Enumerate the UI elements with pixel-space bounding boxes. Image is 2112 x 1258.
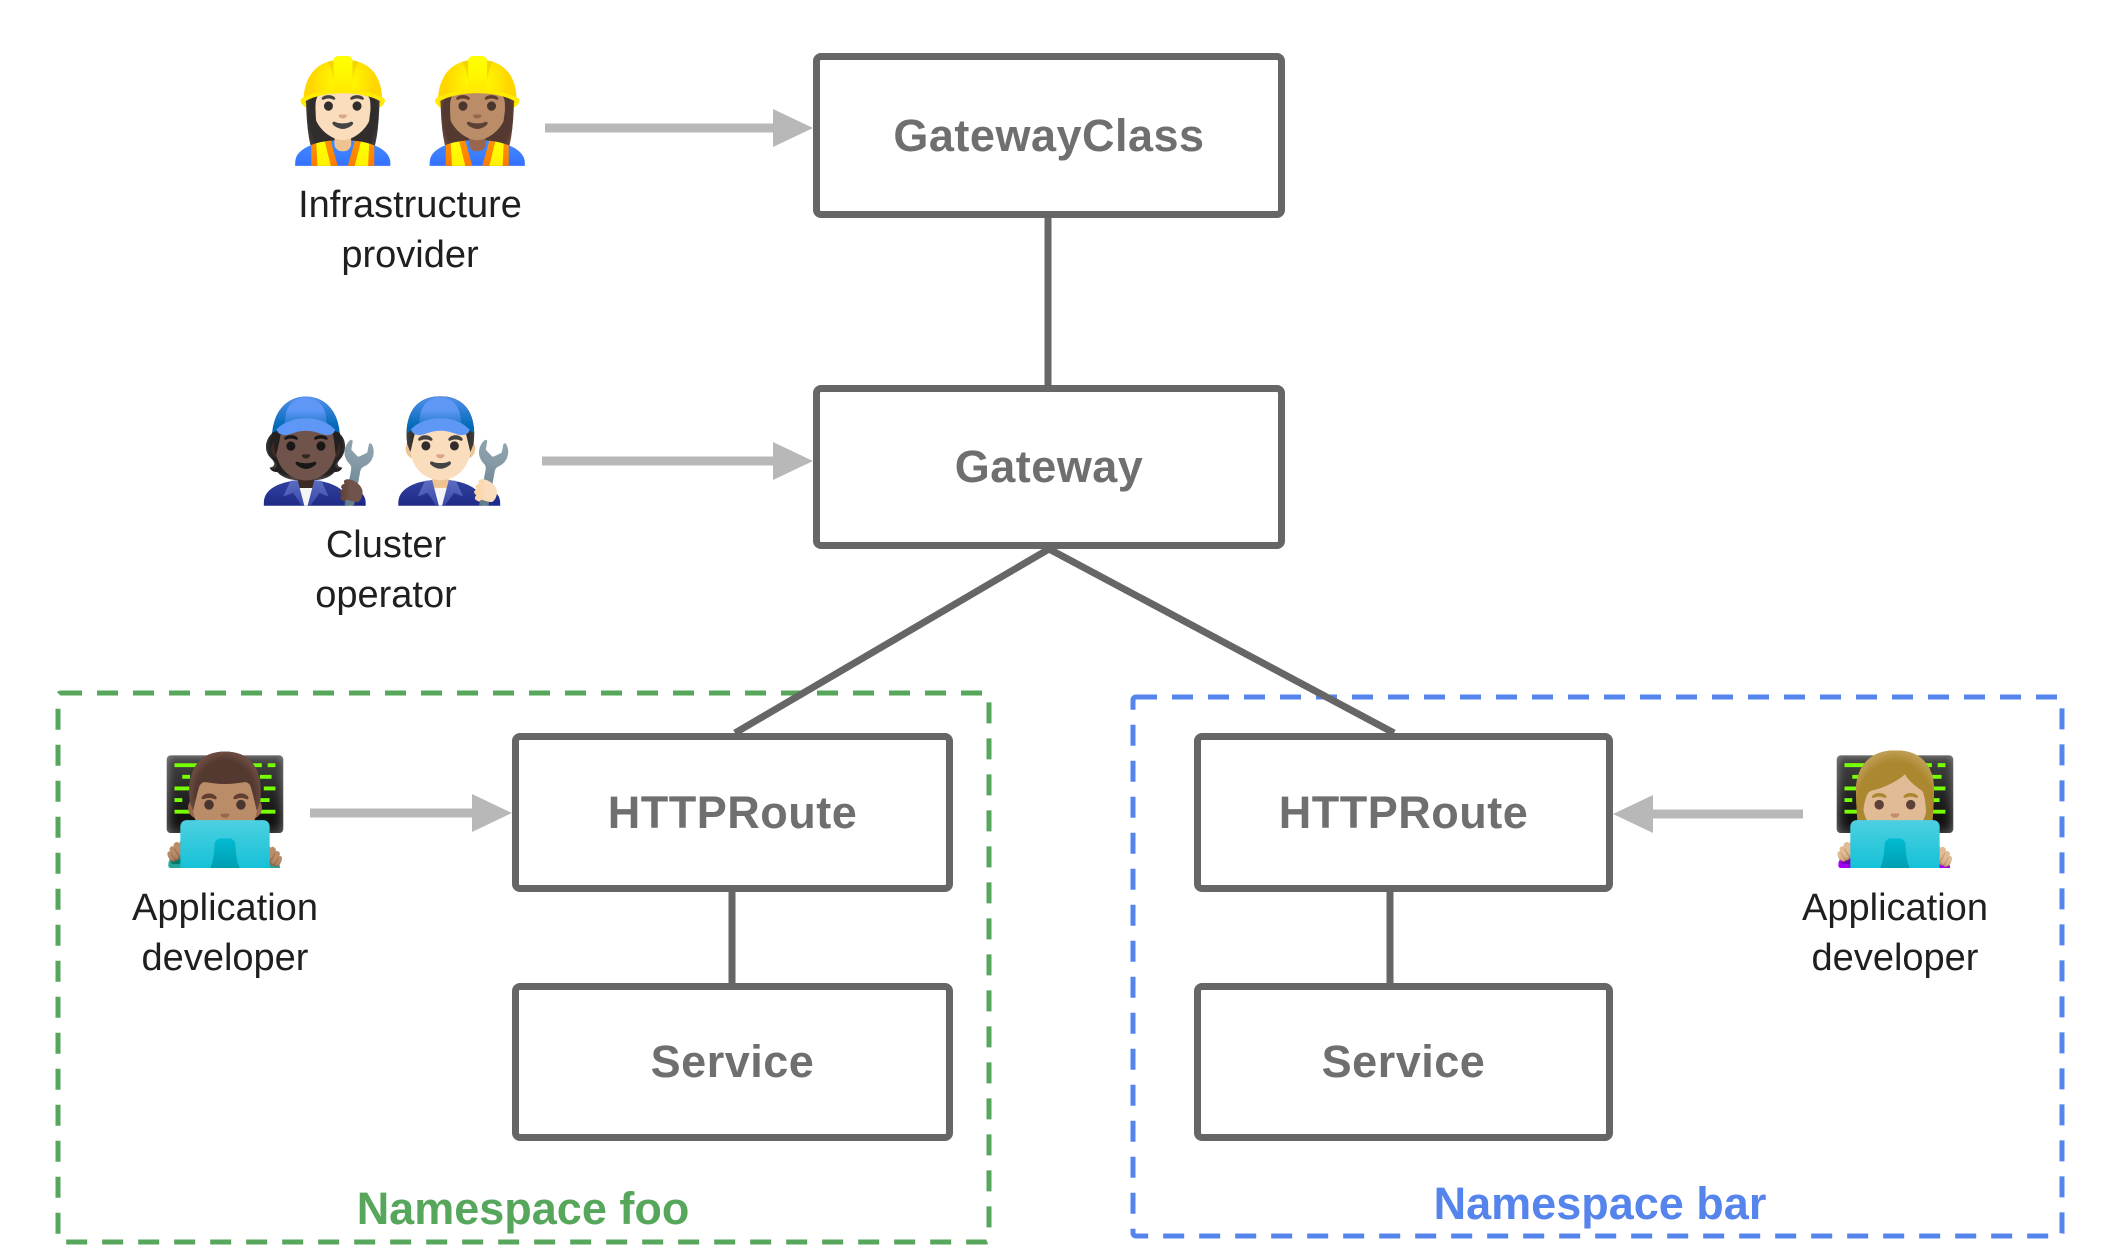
arrow-head-icon bbox=[773, 109, 813, 147]
application-developer-foo-emoji-row: 👨🏽‍💻 bbox=[132, 748, 318, 873]
application-developer-foo-persona: 👨🏽‍💻 Application developer bbox=[132, 748, 318, 983]
httproute-bar-node: HTTPRoute bbox=[1194, 733, 1613, 892]
arrow-head-icon bbox=[1613, 795, 1653, 833]
namespace-bar-label: Namespace bar bbox=[1433, 1178, 1767, 1229]
httproute-foo-node: HTTPRoute bbox=[512, 733, 953, 892]
httproute-foo-label: HTTPRoute bbox=[607, 786, 858, 838]
arrow-head-icon bbox=[472, 794, 512, 832]
man-technologist-medium-icon: 👨🏽‍💻 bbox=[159, 751, 291, 869]
gatewayclass-label: GatewayClass bbox=[893, 109, 1205, 161]
arrow-application-developer-to-httproute-foo bbox=[310, 794, 512, 832]
edge-gateway-httproute-bar bbox=[1047, 545, 1396, 737]
arrow-infrastructure-provider-to-gatewayclass bbox=[545, 109, 813, 147]
application-developer-foo-label: Application developer bbox=[132, 887, 318, 980]
application-developer-bar-persona: 👩🏼‍💻 Application developer bbox=[1802, 748, 1988, 983]
gatewayclass-node: GatewayClass bbox=[813, 53, 1285, 218]
arrow-head-icon bbox=[773, 442, 813, 480]
arrow-cluster-operator-to-gateway bbox=[542, 442, 813, 480]
namespace-bar-boundary bbox=[1130, 694, 2065, 1239]
service-bar-node: Service bbox=[1194, 983, 1613, 1141]
service-foo-label: Service bbox=[650, 1036, 815, 1087]
man-mechanic-light-icon: 👨🏻‍🔧 bbox=[391, 395, 516, 507]
edge-gateway-httproute-foo bbox=[733, 545, 1051, 737]
infrastructure-provider-label: Infrastructure provider bbox=[298, 184, 522, 277]
woman-construction-worker-light-icon: 👷🏻‍♀️ bbox=[280, 55, 405, 167]
mechanic-dark-icon: 🧑🏿‍🔧 bbox=[256, 395, 381, 507]
cluster-operator-label: Cluster operator bbox=[315, 524, 457, 617]
application-developer-bar-emoji-row: 👩🏼‍💻 bbox=[1802, 748, 1988, 873]
cluster-operator-emoji-row: 🧑🏿‍🔧 👨🏻‍🔧 bbox=[256, 392, 515, 510]
infrastructure-provider-emoji-row: 👷🏻‍♀️ 👷🏽‍♀️ bbox=[280, 52, 539, 170]
woman-construction-worker-medium-icon: 👷🏽‍♀️ bbox=[415, 55, 540, 167]
service-foo-node: Service bbox=[512, 983, 953, 1141]
namespace-foo-boundary bbox=[55, 690, 992, 1245]
woman-technologist-medium-light-icon: 👩🏼‍💻 bbox=[1829, 751, 1961, 869]
gateway-node: Gateway bbox=[813, 385, 1285, 549]
cluster-operator-persona: 🧑🏿‍🔧 👨🏻‍🔧 Cluster operator bbox=[256, 392, 515, 620]
httproute-bar-label: HTTPRoute bbox=[1278, 786, 1529, 838]
application-developer-bar-label: Application developer bbox=[1802, 887, 1988, 980]
namespace-foo-label: Namespace foo bbox=[356, 1183, 690, 1234]
service-bar-label: Service bbox=[1321, 1036, 1486, 1087]
arrow-application-developer-to-httproute-bar bbox=[1613, 795, 1803, 833]
gateway-label: Gateway bbox=[954, 441, 1144, 492]
infrastructure-provider-persona: 👷🏻‍♀️ 👷🏽‍♀️ Infrastructure provider bbox=[280, 52, 539, 280]
